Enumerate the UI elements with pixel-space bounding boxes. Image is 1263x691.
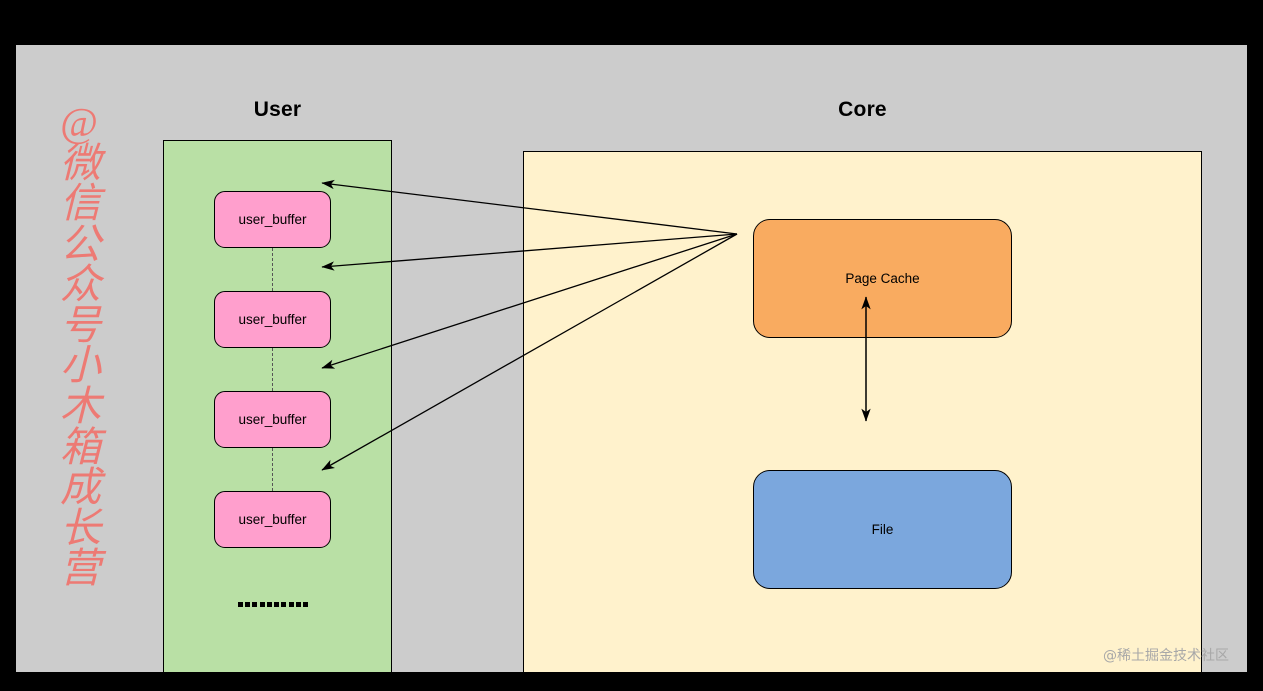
node-file-label: File [871, 522, 894, 537]
dashed-connector-1 [272, 248, 273, 291]
node-user-buffer-4[interactable]: user_buffer [214, 491, 331, 548]
ellipsis-dot [245, 601, 251, 607]
watermark-left: @微信公众号 小木箱成长营 [60, 99, 101, 592]
dashed-connector-3 [272, 448, 273, 491]
node-user-buffer-2-label: user_buffer [238, 312, 307, 327]
node-user-buffer-2[interactable]: user_buffer [214, 291, 331, 348]
ellipsis-dots [238, 598, 308, 610]
node-user-buffer-4-label: user_buffer [238, 512, 307, 527]
node-user-buffer-1-label: user_buffer [238, 212, 307, 227]
ellipsis-dot [259, 601, 265, 607]
node-file[interactable]: File [753, 470, 1012, 589]
node-user-buffer-1[interactable]: user_buffer [214, 191, 331, 248]
ellipsis-dot [266, 601, 272, 607]
ellipsis-dot [252, 601, 258, 607]
ellipsis-dot [302, 601, 308, 607]
group-title-core: Core [838, 98, 887, 121]
ellipsis-dot [281, 601, 287, 607]
node-page-cache[interactable]: Page Cache [753, 219, 1012, 338]
node-page-cache-label: Page Cache [845, 271, 920, 286]
node-user-buffer-3[interactable]: user_buffer [214, 391, 331, 448]
node-user-buffer-3-label: user_buffer [238, 412, 307, 427]
ellipsis-dot [274, 601, 280, 607]
diagram-canvas: User Core user_buffer user_buffer user_b… [16, 45, 1247, 672]
group-title-user: User [253, 98, 302, 121]
ellipsis-dot [295, 601, 301, 607]
watermark-bottom-right: @稀土掘金技术社区 [1103, 648, 1229, 664]
ellipsis-dot [288, 601, 294, 607]
dashed-connector-2 [272, 348, 273, 391]
ellipsis-dot [238, 601, 243, 607]
